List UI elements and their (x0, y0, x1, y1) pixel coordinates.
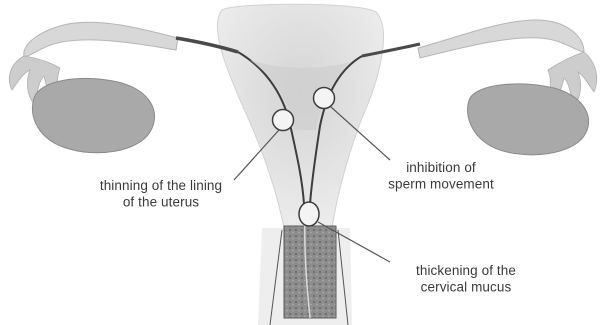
right-fallopian-tube (418, 20, 584, 58)
lining-label-line-2: of the uterus (56, 194, 266, 211)
mucus-label-line-2: cervical mucus (366, 279, 566, 296)
lining-label-line-1: thinning of the lining (56, 177, 266, 194)
sperm-label-line-2: sperm movement (346, 176, 536, 193)
sperm-indicator-circle (314, 88, 335, 109)
mucus-indicator-circle (299, 202, 319, 226)
sperm-label: inhibition of sperm movement (346, 159, 536, 193)
left-ovary (32, 79, 154, 153)
right-ovary (468, 84, 589, 155)
lining-indicator-circle (273, 110, 294, 131)
sperm-label-line-1: inhibition of (346, 159, 536, 176)
cervix (284, 226, 336, 318)
left-fallopian-tube (24, 22, 178, 56)
mucus-label-line-1: thickening of the (366, 262, 566, 279)
mucus-label: thickening of the cervical mucus (366, 262, 566, 296)
lining-label: thinning of the lining of the uterus (56, 177, 266, 211)
